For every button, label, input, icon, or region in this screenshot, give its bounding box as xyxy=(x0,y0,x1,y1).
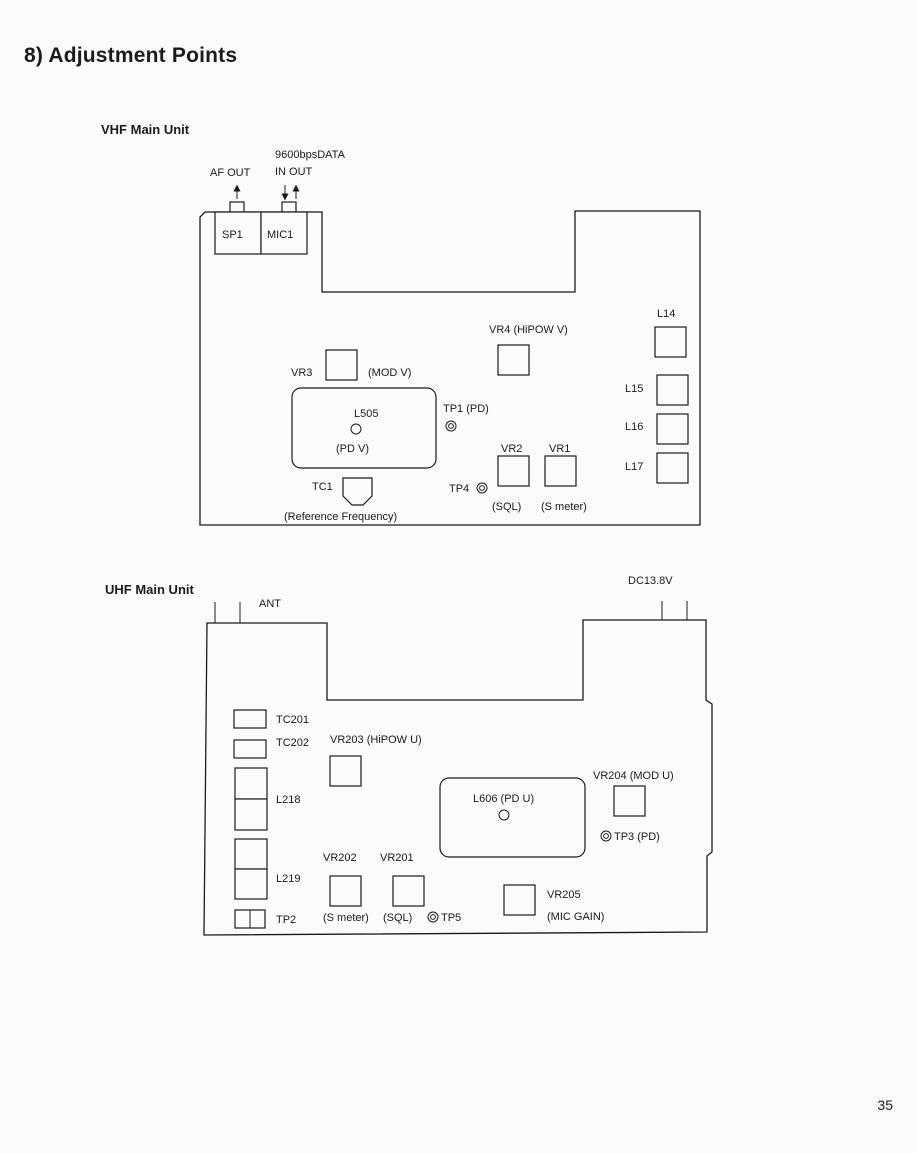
data-label-top: 9600bpsDATA xyxy=(275,149,346,161)
l606-label: L606 (PD U) xyxy=(473,793,534,805)
l219-coil-upper xyxy=(234,838,268,870)
af-out-label: AF OUT xyxy=(210,167,251,179)
vhf-main-unit: AF OUT 9600bpsDATA IN OUT SP1 MIC1 L14 V… xyxy=(199,149,701,526)
l505-label: L505 xyxy=(354,408,378,420)
l606-shield xyxy=(439,777,586,858)
l505-shield xyxy=(291,387,437,469)
tp3-label: TP3 (PD) xyxy=(614,831,660,843)
vr2-label: VR2 xyxy=(501,443,522,455)
l219-label: L219 xyxy=(276,873,300,885)
l218-label: L218 xyxy=(276,794,300,806)
tc1-label: TC1 xyxy=(312,481,333,493)
vr203-trimmer xyxy=(329,755,362,787)
l606-adjust-point xyxy=(498,809,510,821)
page-title: 8) Adjustment Points xyxy=(24,44,238,67)
tp1-outer-ring xyxy=(445,420,457,432)
tp3-outer-ring xyxy=(600,830,612,842)
l16-label: L16 xyxy=(625,421,643,433)
vr203-label: VR203 (HiPOW U) xyxy=(330,734,422,746)
sql-label: (SQL) xyxy=(383,912,412,924)
data-label-bottom: IN OUT xyxy=(275,166,313,178)
l15-label: L15 xyxy=(625,383,643,395)
tp3-inner-ring xyxy=(603,833,609,839)
l219-coil-lower xyxy=(234,868,268,900)
pd-v-label: (PD V) xyxy=(336,443,369,455)
ant-label: ANT xyxy=(259,598,281,610)
mic1-label: MIC1 xyxy=(267,229,293,241)
uhf-main-unit: ANT DC13.8V TC201 TC202 VR203 (HiPOW U) … xyxy=(203,575,713,936)
vr205-label: VR205 xyxy=(547,889,581,901)
tp1-inner-ring xyxy=(448,423,454,429)
tc202-label: TC202 xyxy=(276,737,309,749)
l16-coil xyxy=(656,413,689,445)
tc201-trimmer-capacitor xyxy=(233,709,267,729)
tc1-trimmer-capacitor xyxy=(342,477,373,506)
vr1-label: VR1 xyxy=(549,443,570,455)
tp2-label: TP2 xyxy=(276,914,296,926)
page-number: 35 xyxy=(877,1097,893,1113)
l14-label: L14 xyxy=(657,308,675,320)
tc202-trimmer-capacitor xyxy=(233,739,267,759)
vr202-label: VR202 xyxy=(323,852,357,864)
tp1-label: TP1 (PD) xyxy=(443,403,489,415)
tc201-label: TC201 xyxy=(276,714,309,726)
mic1-connector xyxy=(260,211,308,255)
tp5-inner-ring xyxy=(430,914,436,920)
s-meter-label: (S meter) xyxy=(541,501,587,513)
vr204-trimmer xyxy=(613,785,646,817)
tp5-label: TP5 xyxy=(441,912,461,924)
sp1-connector xyxy=(214,211,262,255)
uhf-unit-title: UHF Main Unit xyxy=(105,582,194,597)
vhf-unit-title: VHF Main Unit xyxy=(101,122,190,137)
l17-coil xyxy=(656,452,689,484)
vr205-trimmer xyxy=(503,884,536,916)
vr4-label: VR4 (HiPOW V) xyxy=(489,324,568,336)
vr4-trimmer xyxy=(497,344,530,376)
dc-label: DC13.8V xyxy=(628,575,673,587)
vr3-label: VR3 xyxy=(291,367,312,379)
l505-adjust-point xyxy=(350,423,362,435)
vr1-trimmer xyxy=(544,455,577,487)
vhf-board-outline xyxy=(199,210,701,526)
mic1-pin xyxy=(281,201,297,213)
uhf-board-outline xyxy=(203,619,713,936)
tp4-outer-ring xyxy=(476,482,488,494)
l15-coil xyxy=(656,374,689,406)
vr204-label: VR204 (MOD U) xyxy=(593,770,674,782)
vr3-trimmer xyxy=(325,349,358,381)
sql-label: (SQL) xyxy=(492,501,521,513)
s-meter-label: (S meter) xyxy=(323,912,369,924)
mic-gain-label: (MIC GAIN) xyxy=(547,911,604,923)
tp5-outer-ring xyxy=(427,911,439,923)
l14-coil xyxy=(654,326,687,358)
vr202-trimmer xyxy=(329,875,362,907)
sp1-pin xyxy=(229,201,245,213)
l17-label: L17 xyxy=(625,461,643,473)
vr201-label: VR201 xyxy=(380,852,414,864)
tp4-inner-ring xyxy=(479,485,485,491)
l218-coil-lower xyxy=(234,798,268,831)
l218-coil-upper xyxy=(234,767,268,800)
tp4-label: TP4 xyxy=(449,483,469,495)
reference-frequency-label: (Reference Frequency) xyxy=(284,511,397,523)
vr2-trimmer xyxy=(497,455,530,487)
vr201-trimmer xyxy=(392,875,425,907)
mod-v-label: (MOD V) xyxy=(368,367,411,379)
sp1-label: SP1 xyxy=(222,229,243,241)
